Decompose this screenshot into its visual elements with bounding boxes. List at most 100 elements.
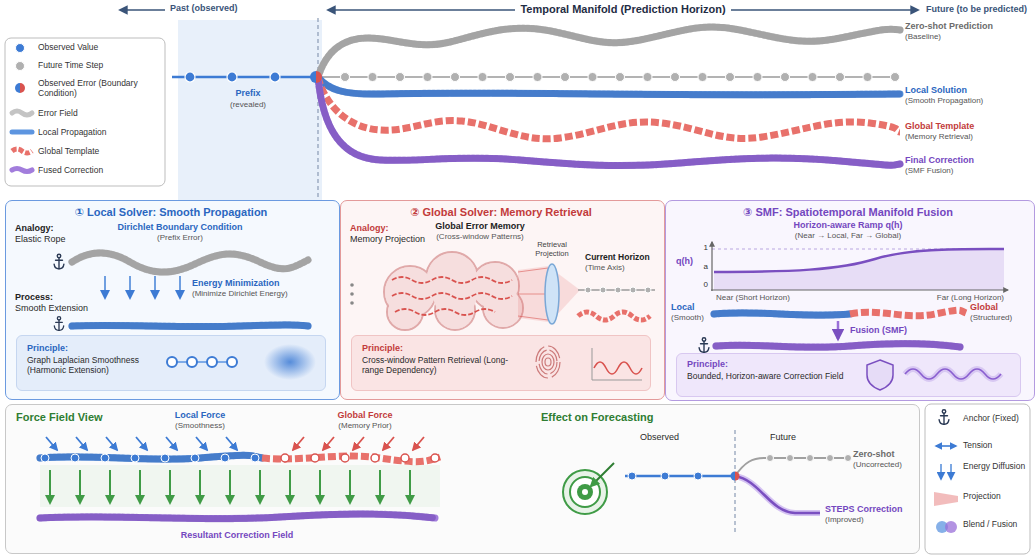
ellipse-shape [536,346,560,378]
use-shape [699,338,709,352]
circle-mark [71,454,79,462]
label-text: Global Force [337,410,392,421]
node-heading: ② Global Solver: Memory Retrieval [341,206,661,219]
g-shape [767,455,852,462]
node-heading: Principle: [362,343,403,354]
label-text: (Baseline) [905,32,941,42]
line-mark [79,470,81,503]
label-text: Zero-shot Prediction [905,21,993,32]
legend-text: Fused Correction [38,165,103,175]
circle-mark [341,454,349,462]
label-text: Resultant Correction Field [181,530,294,541]
line-mark [409,470,411,503]
label-text: Zero-shot [853,449,895,460]
circle-mark [368,73,377,82]
g-shape [105,276,180,298]
label-text: (Prefix Error) [157,233,203,243]
label-text: Far (Long Horizon) [937,293,1004,303]
line-shape [950,464,952,479]
ellipse-shape [542,354,554,370]
circle-mark [643,73,652,82]
line-mark [349,470,351,503]
polygon-shape [518,266,548,322]
label-text: Near (Short Horizon) [716,293,790,303]
circle-mark [191,454,199,462]
legend-swatch [15,43,25,53]
g-shape [167,357,237,367]
circle-mark [451,73,460,82]
node-heading: Principle: [687,359,728,370]
line-shape [172,361,232,363]
line-mark [106,437,117,450]
legend-text: Projection [963,491,1027,501]
g-shape [40,77,960,519]
node-body: Graph Laplacian Smoothness (Harmonic Ext… [27,355,172,375]
use-shape [714,313,850,315]
circle-mark [891,73,900,82]
circle-shape [628,472,636,480]
circle-shape [845,455,852,462]
circle-mark [221,454,229,462]
path-shape [594,362,642,374]
circle-mark [533,73,542,82]
line-shape [120,9,165,11]
circle-shape [187,357,197,367]
circle-mark [698,73,707,82]
g-shape [12,111,32,115]
line-mark [379,470,381,503]
g-shape [72,27,900,272]
label-text: Local Solution [905,85,967,96]
circle-shape [350,301,354,305]
use-shape [72,253,308,272]
circle-mark [251,454,259,462]
node-body: Cross-window Pattern Retrieval (Long-ran… [362,355,512,375]
label-text: Future (to be predicted) [926,4,1027,15]
circle-shape [270,72,280,82]
path-shape [20,83,25,93]
legend-text: Tension [963,440,1027,450]
circle-shape [615,287,621,293]
circle-mark [396,73,405,82]
use-shape [716,343,960,347]
path-shape [905,369,1001,379]
path-shape [731,472,736,481]
node-body: Bounded, Horizon-aware Correction Field [687,371,852,381]
node-heading: ③ SMF: Spatiotemporal Manifold Fusion [666,206,1031,219]
use-shape [72,325,308,327]
rope-nodes [41,454,439,462]
line-shape [592,380,642,381]
line-mark [293,437,304,450]
line-shape [154,276,156,298]
circle-mark [616,73,625,82]
label-text: Dirichlet Boundary Condition [118,222,243,233]
line-mark [353,437,364,450]
label-text: STEPS Correction [825,504,903,515]
label-text: a [704,262,708,272]
use-shape [72,325,308,327]
use-shape [54,254,64,268]
circle-mark [588,73,597,82]
use-shape [40,514,435,519]
ellipse-shape [264,344,316,380]
line-shape [940,464,942,479]
use-shape [578,312,650,320]
g-shape [40,77,960,519]
circle-shape [661,472,669,480]
line-shape [129,276,131,298]
label-text: Current Horizon [585,252,650,262]
line-mark [166,437,177,450]
g-shape [385,253,522,329]
circle-mark [753,73,762,82]
label-text: (Structured) [970,313,1012,323]
g-shape [40,77,900,459]
g-shape [392,277,512,315]
label-text: (Smooth Propagation) [905,96,983,106]
label-text: Observed [640,432,679,443]
path-shape [392,293,512,299]
g-shape [536,346,560,378]
line-shape [104,276,106,298]
line-shape [625,475,735,478]
line-mark [413,437,424,450]
line-mark [229,470,231,503]
